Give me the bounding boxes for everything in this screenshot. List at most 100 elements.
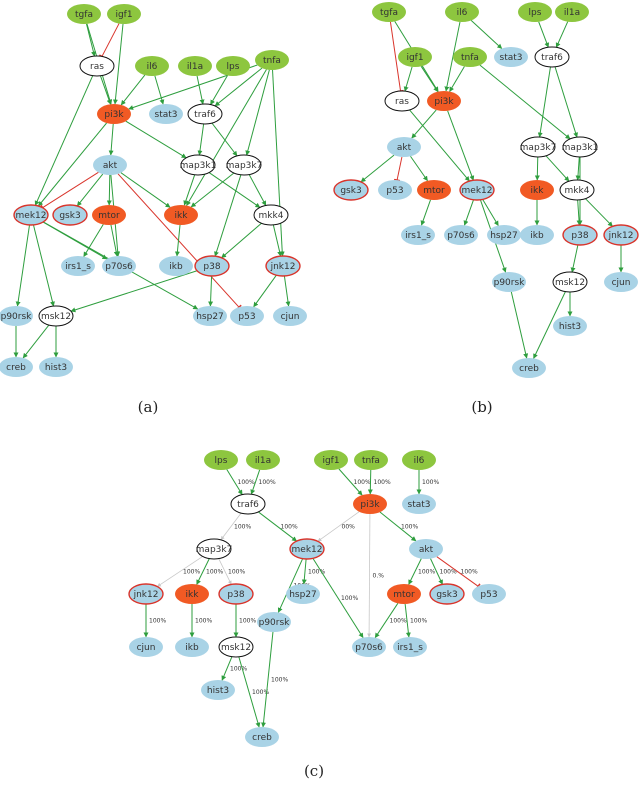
node-il1a: il1a — [178, 56, 212, 76]
node-ras: ras — [79, 55, 115, 77]
node-igf1-label: igf1 — [406, 53, 423, 63]
edge-label-jnk12-cjun: 100% — [149, 618, 166, 625]
node-traf6-label: traf6 — [237, 500, 259, 510]
edge-il6-pi3k — [444, 21, 461, 92]
node-map3k7: map3k7 — [520, 136, 557, 158]
node-ikk: ikk — [175, 584, 209, 604]
edge-akt-gsk3 — [430, 558, 443, 585]
edge-label-msk12-hist3: 100% — [230, 666, 247, 673]
edge-msk12-creb — [22, 324, 50, 359]
node-p70s6: p70s6 — [102, 256, 136, 276]
node-p53-label: p53 — [480, 590, 497, 600]
node-cjun: cjun — [604, 272, 638, 292]
node-jnk12-label: jnk12 — [270, 262, 296, 272]
node-msk12-label: msk12 — [41, 312, 71, 322]
edge-label-akt-mtor: 100% — [418, 569, 435, 576]
node-hist3-label: hist3 — [559, 322, 581, 332]
edge-mtor-irs1_s — [404, 603, 411, 638]
edge-akt-p53 — [393, 156, 403, 182]
node-hsp27-label: hsp27 — [490, 231, 518, 241]
node-hsp27-shape — [487, 225, 521, 245]
node-hist3: hist3 — [201, 680, 235, 700]
node-jnk12: jnk12 — [603, 224, 639, 246]
node-msk12-label: msk12 — [555, 278, 585, 288]
edge-label-akt-p53: 100% — [461, 569, 478, 576]
node-p90rsk: p90rsk — [0, 306, 33, 326]
edge-p90rsk-creb — [261, 631, 274, 728]
edge-map3k7-mkk4 — [248, 174, 267, 206]
node-irs1_s: irs1_s — [61, 256, 95, 276]
node-p70s6-shape — [102, 256, 136, 276]
node-ras-label: ras — [90, 62, 104, 72]
node-tnfa: tnfa — [354, 450, 388, 470]
node-p53: p53 — [230, 306, 264, 326]
node-lps: lps — [216, 56, 250, 76]
edge-akt-mtor — [408, 558, 422, 585]
node-igf1: igf1 — [398, 47, 432, 67]
node-hsp27: hsp27 — [487, 225, 521, 245]
node-irs1_s: irs1_s — [401, 225, 435, 245]
node-p53: p53 — [378, 180, 412, 200]
node-pi3k-shape — [427, 91, 461, 111]
edge-pi3k-map3k1 — [125, 120, 187, 159]
node-traf6: traf6 — [187, 103, 223, 125]
node-p70s6-label: p70s6 — [447, 231, 475, 241]
node-irs1_s-shape — [393, 637, 427, 657]
node-tnfa: tnfa — [453, 47, 487, 67]
node-p38: p38 — [218, 583, 254, 605]
node-map3k1: map3k1 — [180, 154, 217, 176]
node-tnfa: tnfa — [255, 50, 289, 70]
node-tnfa-shape — [255, 50, 289, 70]
edge-mtor-p70s6 — [374, 603, 399, 639]
node-jnk12-shape — [265, 255, 301, 277]
edge-label-pi3k-akt: 100% — [401, 524, 418, 531]
panel-c-caption: (c) — [304, 762, 324, 780]
node-pi3k-label: pi3k — [104, 110, 124, 120]
node-p70s6-label: p70s6 — [105, 262, 133, 272]
edge-msk12-hist3 — [221, 656, 233, 681]
node-il1a-shape — [178, 56, 212, 76]
node-tnfa-shape — [354, 450, 388, 470]
node-p53-label: p53 — [238, 312, 255, 322]
node-gsk3: gsk3 — [429, 583, 465, 605]
node-p70s6-label: p70s6 — [355, 643, 383, 653]
node-mek12: mek12 — [459, 179, 495, 201]
edge-label-mek12-hsp27: 100% — [308, 569, 325, 576]
edge-label-map3k7-ikk: 100% — [206, 569, 223, 576]
node-igf1: igf1 — [314, 450, 348, 470]
edge-map3k7-ikk — [196, 558, 210, 585]
node-msk12-shape — [218, 636, 254, 658]
node-msk12: msk12 — [38, 305, 74, 327]
edge-p90rsk-creb — [510, 291, 529, 359]
edge-akt-mek12 — [40, 171, 99, 211]
edge-akt-gsk3 — [76, 173, 104, 207]
node-p70s6-shape — [444, 225, 478, 245]
node-hist3-shape — [553, 316, 587, 336]
edge-msk12-creb — [238, 656, 261, 728]
edge-mkk4-jnk12 — [272, 224, 283, 257]
edge-p38-msk12 — [70, 270, 198, 313]
edge-mek12-hsp27 — [482, 199, 499, 226]
node-map3k7-label: map3k7 — [196, 545, 233, 555]
node-map3k7-label: map3k7 — [520, 143, 557, 153]
node-traf6-shape — [534, 46, 570, 68]
node-il6-shape — [445, 2, 479, 22]
node-stat3: stat3 — [149, 104, 183, 124]
node-mkk4: mkk4 — [253, 204, 289, 226]
node-cjun-shape — [273, 306, 307, 326]
panel-b-caption: (b) — [471, 398, 492, 416]
edge-ras-mek12 — [34, 75, 94, 206]
node-map3k1-label: map3k1 — [180, 161, 217, 171]
edge-tnfa-pi3k — [449, 66, 465, 92]
node-mkk4-shape — [253, 204, 289, 226]
node-p38-label: p38 — [203, 262, 220, 272]
edge-label-il1a-traf6: 100% — [259, 479, 276, 486]
node-akt: akt — [409, 539, 443, 559]
node-il6-shape — [402, 450, 436, 470]
edge-mtor-irs1_s — [83, 224, 104, 258]
edge-igf1-pi3k — [112, 23, 124, 105]
node-creb-label: creb — [6, 363, 26, 373]
edge-igf1-ras — [98, 23, 120, 59]
